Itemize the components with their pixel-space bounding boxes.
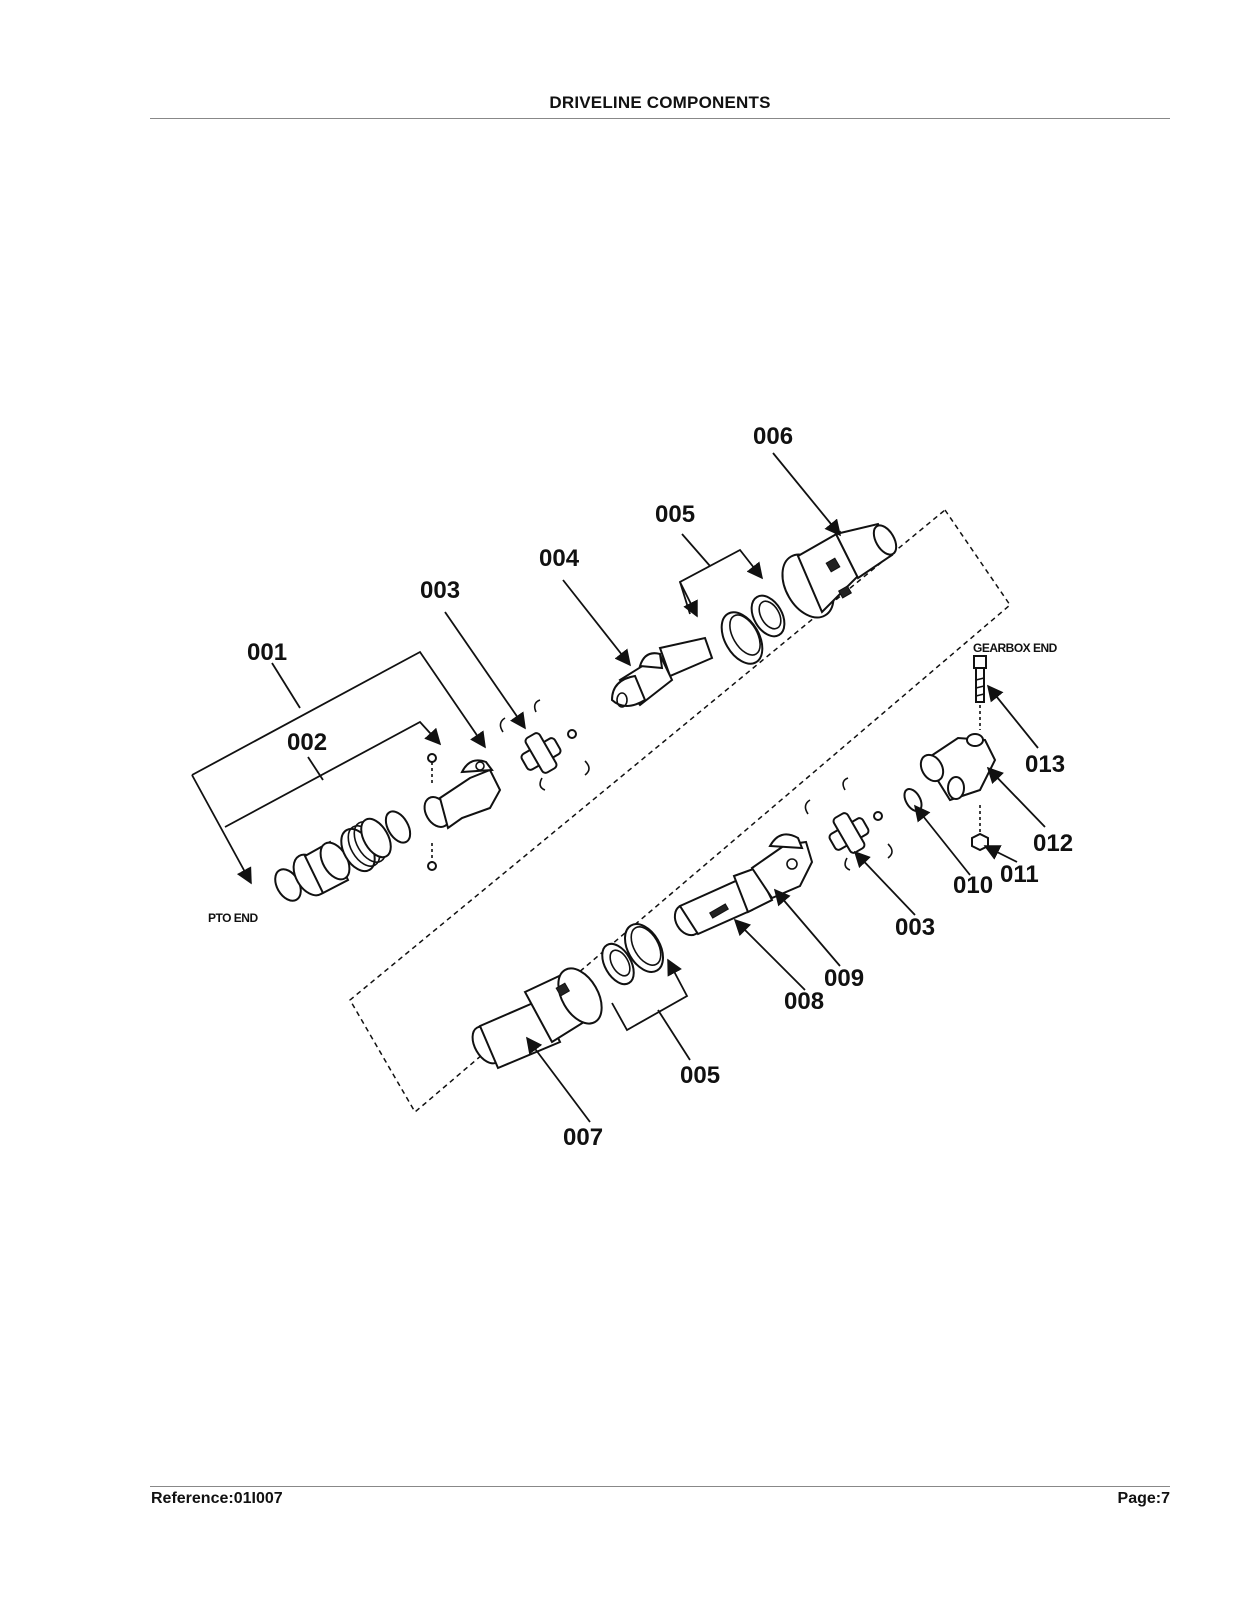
inner-yoke-shaft xyxy=(610,636,714,708)
reference-number: Reference:01I007 xyxy=(151,1490,283,1507)
callout-004: 004 xyxy=(539,545,580,572)
callout-009: 009 xyxy=(824,965,864,992)
assembly-boundary xyxy=(349,508,1011,1114)
snap-ring xyxy=(384,810,412,844)
callout-013: 013 xyxy=(1025,751,1065,778)
callout-006: 006 xyxy=(753,423,793,450)
gearbox-yoke xyxy=(919,733,997,802)
page-title: DRIVELINE COMPONENTS xyxy=(549,93,771,112)
callout-002: 002 xyxy=(287,729,327,756)
cross-kit-lower xyxy=(804,777,893,871)
pto-end-label: PTO END xyxy=(208,911,258,925)
cross-kit-upper xyxy=(499,699,590,791)
pin-top xyxy=(427,753,437,785)
spring xyxy=(340,817,392,873)
callout-011: 011 xyxy=(1000,861,1039,888)
retainer-rings-lower xyxy=(601,923,664,986)
page-number: Page:7 xyxy=(1117,1490,1170,1507)
callout-012: 012 xyxy=(1033,830,1073,857)
header-divider xyxy=(150,118,1170,119)
yoke-pto xyxy=(423,759,502,830)
callout-008: 008 xyxy=(784,988,824,1015)
retainer-rings-upper xyxy=(720,594,786,665)
callout-007: 007 xyxy=(563,1124,603,1151)
snap-ring-gearbox xyxy=(903,788,923,812)
callout-005-upper: 005 xyxy=(655,501,695,528)
nut xyxy=(971,805,989,852)
outer-shield-upper xyxy=(781,522,898,619)
pin-bottom xyxy=(427,843,437,871)
callout-010: 010 xyxy=(953,872,993,899)
callout-001: 001 xyxy=(247,639,287,666)
bolt xyxy=(973,655,987,730)
gearbox-end-label: GEARBOX END xyxy=(973,641,1058,655)
callout-003-upper: 003 xyxy=(420,577,460,604)
footer-divider xyxy=(150,1486,1170,1487)
outer-shield-lower xyxy=(471,967,603,1070)
callout-003-lower: 003 xyxy=(895,914,935,941)
callout-005-lower: 005 xyxy=(680,1062,720,1089)
outer-yoke-tube xyxy=(673,833,814,937)
